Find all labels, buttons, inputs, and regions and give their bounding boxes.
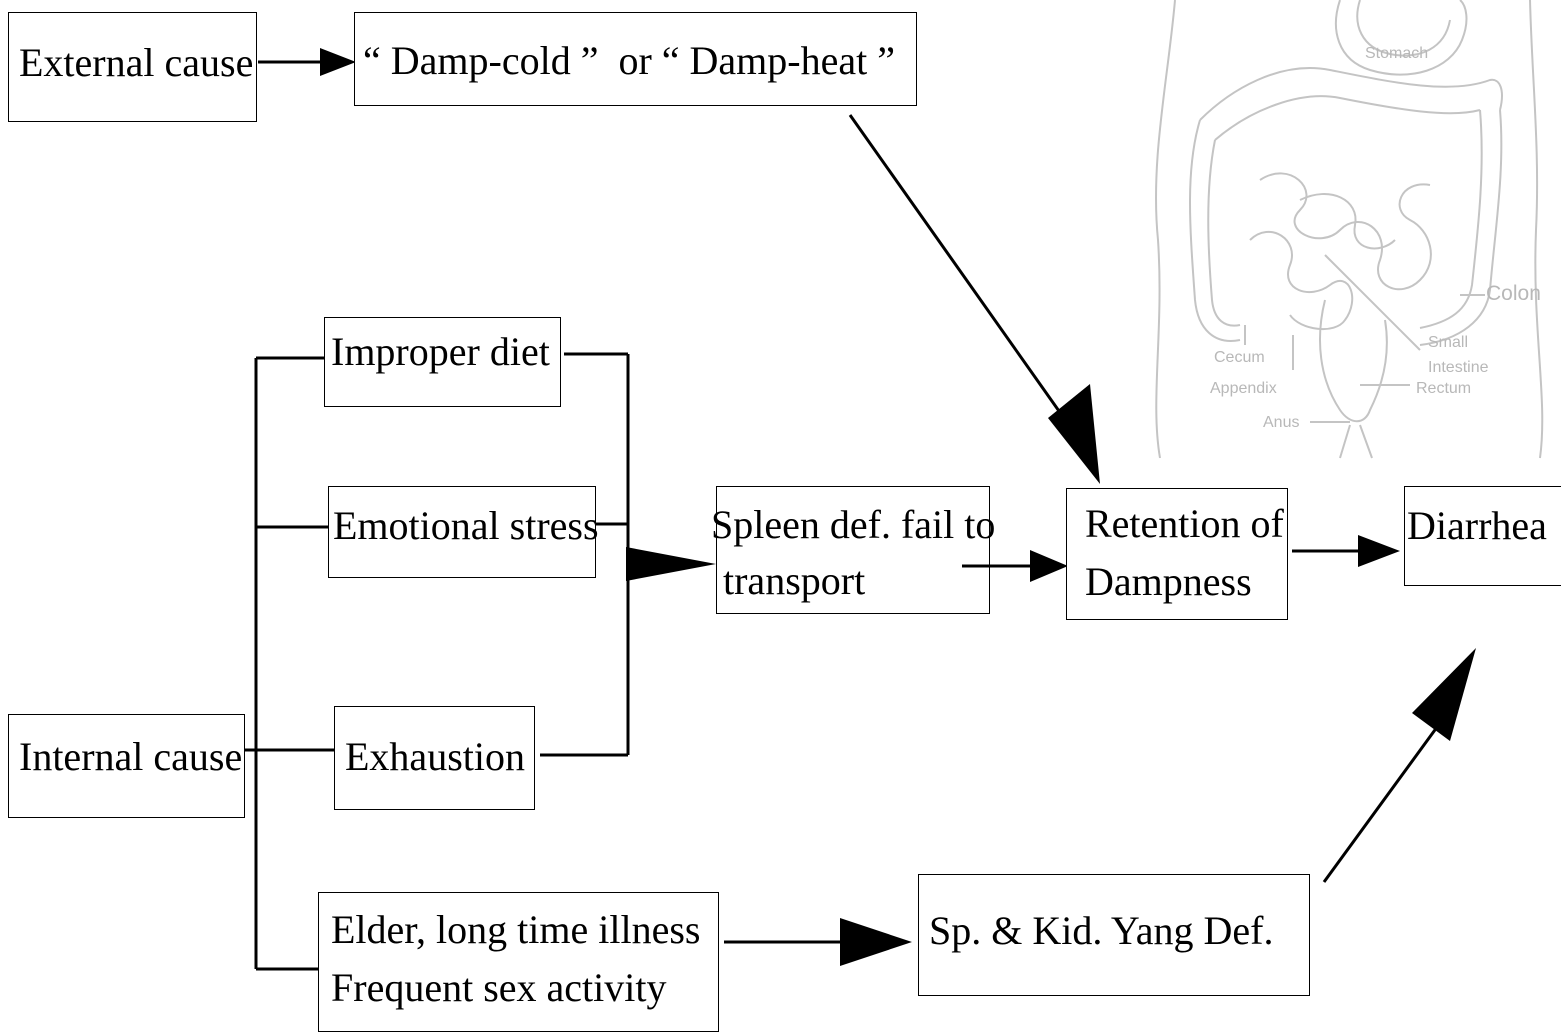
improper-diet-box: Improper diet [324, 317, 561, 407]
stomach-shape [1335, 0, 1468, 76]
elder-illness-line2: Frequent sex activity [331, 965, 667, 1010]
external-cause-box: External cause [8, 12, 257, 122]
exhaustion-box: Exhaustion [334, 706, 535, 810]
external-cause-label: External cause [19, 40, 254, 85]
sp-kid-yang-box: Sp. & Kid. Yang Def. [918, 874, 1310, 996]
internal-cause-label: Internal cause [19, 734, 243, 779]
retention-line1: Retention of [1085, 501, 1284, 546]
spleen-line1: Spleen def. fail to [711, 502, 996, 547]
diarrhea-label: Diarrhea [1407, 503, 1547, 548]
transverse-colon [1199, 67, 1503, 121]
rectum [1319, 299, 1388, 423]
elder-illness-line1: Elder, long time illness [331, 907, 701, 952]
sp-kid-yang-label: Sp. & Kid. Yang Def. [929, 908, 1274, 953]
anatomy-label-small: Small [1428, 334, 1468, 351]
elder-illness-box: Elder, long time illness Frequent sex ac… [318, 892, 719, 1032]
arrow-to-spleen [626, 547, 716, 581]
exhaustion-label: Exhaustion [345, 734, 525, 779]
emotional-stress-box: Emotional stress [328, 486, 599, 578]
arrow-spkid-to-diarrhea [1322, 722, 1442, 883]
improper-diet-label: Improper diet [331, 329, 550, 374]
anatomy-label-rectum: Rectum [1416, 380, 1471, 397]
ascending-colon [1189, 119, 1241, 342]
descending-colon [1419, 109, 1503, 346]
anatomy-label-stomach: Stomach [1365, 45, 1428, 62]
torso-outline-left [1154, 0, 1176, 459]
small-intestine [1259, 172, 1432, 291]
diarrhea-box: Diarrhea [1404, 486, 1561, 586]
anatomy-label-colon: Colon [1486, 282, 1541, 305]
spleen-line2: transport [723, 558, 866, 603]
internal-cause-box: Internal cause [8, 714, 245, 818]
anatomy-label-appendix: Appendix [1210, 380, 1277, 397]
emotional-stress-label: Emotional stress [333, 503, 599, 548]
retention-dampness-box: Retention of Dampness [1066, 488, 1288, 620]
spleen-box: Spleen def. fail to transport [711, 486, 995, 614]
damp-cold-heat-box: “ Damp-cold ” or “ Damp-heat ” [354, 12, 917, 106]
torso-outline-right [1529, 0, 1544, 459]
anatomy-label-anus: Anus [1263, 414, 1299, 431]
anatomy-label-intestine: Intestine [1428, 359, 1489, 376]
arrow-damp-to-retention [848, 114, 1080, 439]
damp-cold-heat-label: “ Damp-cold ” or “ Damp-heat ” [363, 38, 895, 83]
retention-line2: Dampness [1085, 559, 1252, 604]
anatomy-label-cecum: Cecum [1214, 349, 1265, 366]
